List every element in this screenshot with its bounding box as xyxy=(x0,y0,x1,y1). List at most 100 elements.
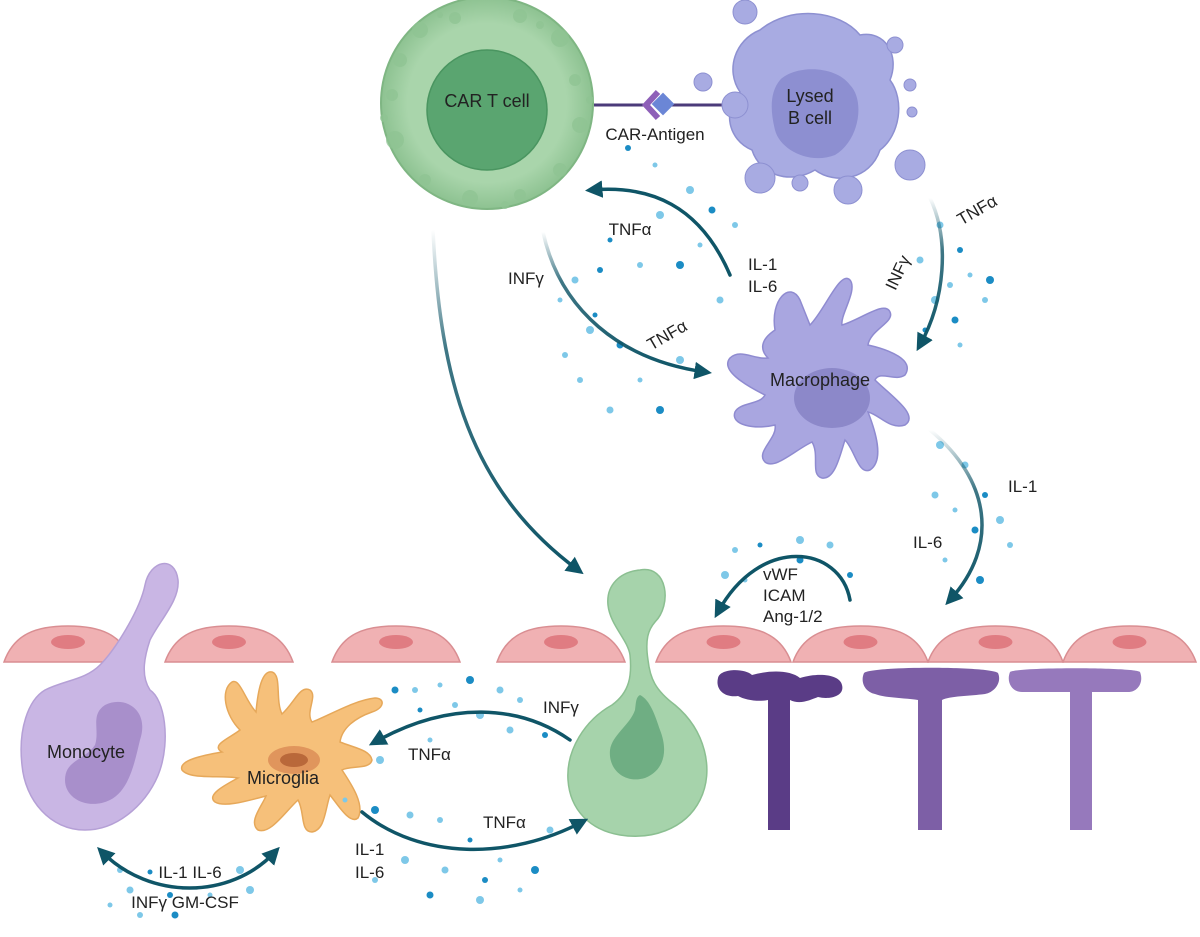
cytokine-dot xyxy=(467,837,473,843)
cytokine-dot xyxy=(952,507,958,513)
monocyte: Monocyte xyxy=(20,562,179,831)
cytokine-dot xyxy=(246,886,254,894)
cytokine-dot xyxy=(708,206,716,214)
cytokine-dot xyxy=(942,557,948,563)
extravasating-car-t-cell xyxy=(567,569,708,837)
cytokine-dot xyxy=(716,296,724,304)
arrow-car-t-to-endothelium xyxy=(431,228,584,575)
cytokine-dot xyxy=(171,911,179,919)
cytokine-dot xyxy=(426,891,434,899)
cytokine-dot xyxy=(931,491,939,499)
cytokine-dot xyxy=(167,892,173,898)
cytokine-dot xyxy=(652,162,658,168)
cytokine-dot xyxy=(506,726,514,734)
cytokine-dot xyxy=(826,541,834,549)
endothelial-nucleus xyxy=(379,635,413,649)
car-t-cell: CAR T cell xyxy=(380,0,594,210)
cytokine-dot xyxy=(496,686,504,694)
label-tnfa-right: TNFα xyxy=(954,191,1001,229)
cytokine-dot xyxy=(947,282,953,288)
label-tnfa-bottom2: TNFα xyxy=(483,813,526,832)
cytokine-dot xyxy=(401,856,409,864)
monocyte-label: Monocyte xyxy=(47,742,125,762)
macrophage: Macrophage xyxy=(727,277,910,479)
cytokine-dot xyxy=(676,356,684,364)
label-infy-right: INFγ xyxy=(882,252,915,293)
cytokine-dot xyxy=(967,272,973,278)
cytokine-dot xyxy=(376,756,384,764)
cytokine-dot xyxy=(207,892,213,898)
arrow-b-cell-to-macrophage xyxy=(916,196,945,352)
cytokine-dot xyxy=(482,877,488,883)
astrocyte-endfeet xyxy=(717,667,1142,830)
cytokine-dot xyxy=(796,536,804,544)
label-il6-top: IL-6 xyxy=(748,277,777,296)
arrow-macrophage-to-car-t xyxy=(585,180,732,277)
cytokine-dot xyxy=(107,902,113,908)
cytokine-dot xyxy=(497,857,503,863)
cytokine-dot xyxy=(441,866,449,874)
cytokine-dot xyxy=(147,869,153,875)
label-mono-il: IL-1 IL-6 xyxy=(158,863,221,882)
cytokine-dot xyxy=(412,687,418,693)
cytokine-dot xyxy=(372,877,378,883)
cytokine-dot xyxy=(607,237,613,243)
cytokine-dot xyxy=(592,312,598,318)
cytokine-dot xyxy=(982,492,988,498)
cytokine-dot xyxy=(391,686,399,694)
cytokine-dot xyxy=(971,526,979,534)
car-t-granules xyxy=(380,9,594,209)
cytokine-dot xyxy=(656,406,664,414)
cytokine-dot xyxy=(847,572,853,578)
cytokine-dot xyxy=(437,817,443,823)
cytokine-dot xyxy=(656,211,664,219)
endothelial-nucleus xyxy=(544,635,578,649)
signaling-arrows xyxy=(97,180,984,890)
arrow-car-t-to-microglia xyxy=(368,710,572,746)
cytokine-dot xyxy=(342,797,348,803)
cytokine-dot xyxy=(236,866,244,874)
cytokine-dot xyxy=(571,276,579,284)
cytokine-dot xyxy=(437,682,443,688)
car-t-cell-label: CAR T cell xyxy=(444,91,529,111)
microglia-label: Microglia xyxy=(247,768,320,788)
cytokine-dot xyxy=(557,297,563,303)
label-ang: Ang-1/2 xyxy=(763,607,823,626)
cytokine-dot xyxy=(686,186,694,194)
cytokine-dot xyxy=(406,811,414,819)
label-il1-top: IL-1 xyxy=(748,255,777,274)
endothelial-nucleus xyxy=(212,635,246,649)
cytokine-dot xyxy=(951,316,959,324)
endothelial-nucleus xyxy=(706,635,741,649)
endothelial-nucleus xyxy=(51,635,85,649)
cytokine-dot xyxy=(637,262,643,268)
b-cell-label-line2: B cell xyxy=(788,108,832,128)
cytokine-dot xyxy=(452,702,458,708)
endothelial-nucleus xyxy=(978,635,1013,649)
cytokine-dot xyxy=(531,866,539,874)
cytokine-dot xyxy=(721,571,729,579)
cytokine-dot xyxy=(542,732,548,738)
cytokine-dot xyxy=(577,377,583,383)
cytokine-dot xyxy=(996,516,1004,524)
label-infy-bottom: INFγ xyxy=(543,698,579,717)
arrow-car-t-to-macrophage xyxy=(541,230,712,380)
label-il6-right: IL-6 xyxy=(913,533,942,552)
cytokine-dot xyxy=(137,912,143,918)
endothelium-layer xyxy=(2,625,1198,663)
cytokine-dot xyxy=(757,542,763,548)
cytokine-dot xyxy=(476,896,484,904)
cytokine-dot xyxy=(126,886,134,894)
cytokine-dot xyxy=(597,267,603,273)
car-antigen-complex: CAR-Antigen xyxy=(594,89,730,144)
label-il6-bottom: IL-6 xyxy=(355,863,384,882)
cytokine-dot xyxy=(517,887,523,893)
label-mono-infy: INFγ GM-CSF xyxy=(131,893,239,912)
cytokine-dot xyxy=(1007,542,1013,548)
arrow-monocyte-microglia xyxy=(97,846,280,890)
cytokine-dot xyxy=(466,676,474,684)
cytokine-dot xyxy=(517,697,523,703)
cytokine-dot xyxy=(986,276,994,284)
